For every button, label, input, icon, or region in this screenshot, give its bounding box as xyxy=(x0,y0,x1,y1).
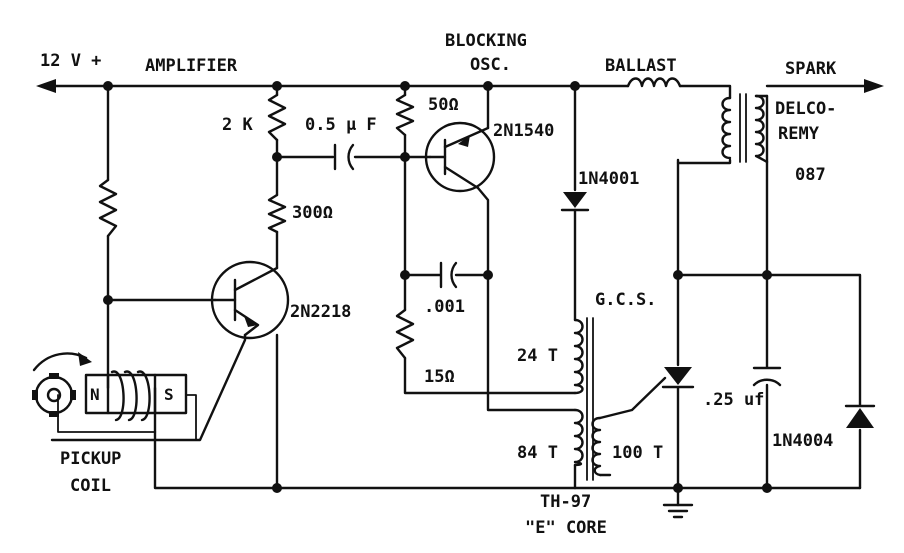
reluctor-wheel xyxy=(32,352,92,417)
winding-100t-label: 100 T xyxy=(612,443,663,463)
rotation-arrow-icon xyxy=(78,352,92,366)
spark-label: SPARK xyxy=(785,59,837,79)
transformer-th97-label: TH-97 xyxy=(540,492,591,512)
supply-label: 12 V + xyxy=(40,51,101,71)
resistor-2k xyxy=(267,93,287,142)
pole-s-label: S xyxy=(164,385,174,404)
resistor-50 xyxy=(395,93,415,137)
pickup-label: PICKUP xyxy=(60,449,121,469)
delco-label: DELCO- xyxy=(775,99,836,119)
supply-arrow-icon xyxy=(36,79,56,93)
ignition-secondary-coil xyxy=(754,94,769,164)
blocking-label: BLOCKING xyxy=(445,31,527,51)
spark-arrow-icon xyxy=(864,79,884,93)
osc-label: OSC. xyxy=(470,55,511,75)
transistor-2n1540 xyxy=(424,121,496,193)
capacitor-25uf-label: .25 uf xyxy=(703,390,764,410)
winding-24t xyxy=(573,318,584,395)
diode-1n4004 xyxy=(844,404,876,428)
e-core-label: "E" CORE xyxy=(525,518,607,538)
resistor-2k-label: 2 K xyxy=(222,115,253,135)
capacitor-001 xyxy=(439,261,458,289)
capacitor-001-label: .001 xyxy=(424,297,465,317)
junction-dots xyxy=(103,81,772,493)
winding-100t xyxy=(591,416,602,477)
resistor-300-label: 300Ω xyxy=(292,203,333,223)
ballast-label: BALLAST xyxy=(605,56,677,76)
capacitor-25uf xyxy=(752,366,782,387)
resistor-15-label: 15Ω xyxy=(424,367,455,387)
winding-84t xyxy=(573,408,584,467)
diode-1n4001-label: 1N4001 xyxy=(578,169,639,189)
diode-1n4004-label: 1N4004 xyxy=(772,431,833,451)
ballast-resistor xyxy=(626,77,682,88)
resistor-50-label: 50Ω xyxy=(428,95,459,115)
capacitor-05uf-label: 0.5 µ F xyxy=(305,115,377,135)
diode-1n4001 xyxy=(560,192,590,212)
part-087-label: 087 xyxy=(795,165,826,185)
pole-n-label: N xyxy=(90,385,100,404)
gcs-label: G.C.S. xyxy=(595,290,656,310)
bias-resistor xyxy=(98,178,118,238)
resistor-300 xyxy=(267,193,287,234)
pickup-coil xyxy=(57,370,197,441)
winding-24t-label: 24 T xyxy=(517,346,558,366)
wires xyxy=(48,84,868,507)
capacitor-05uf xyxy=(333,143,355,171)
coil-label: COIL xyxy=(70,476,111,496)
winding-84t-label: 84 T xyxy=(517,443,558,463)
transistor-2n1540-label: 2N1540 xyxy=(493,121,554,141)
amplifier-label: AMPLIFIER xyxy=(145,56,238,76)
ignition-primary-coil xyxy=(721,96,732,160)
transistor-2n2218-label: 2N2218 xyxy=(290,302,351,322)
ground-icon xyxy=(662,503,694,519)
transistor-2n2218 xyxy=(210,260,290,340)
scr-gcs xyxy=(661,367,695,389)
remy-label: REMY xyxy=(778,124,820,144)
resistor-15 xyxy=(395,308,415,360)
